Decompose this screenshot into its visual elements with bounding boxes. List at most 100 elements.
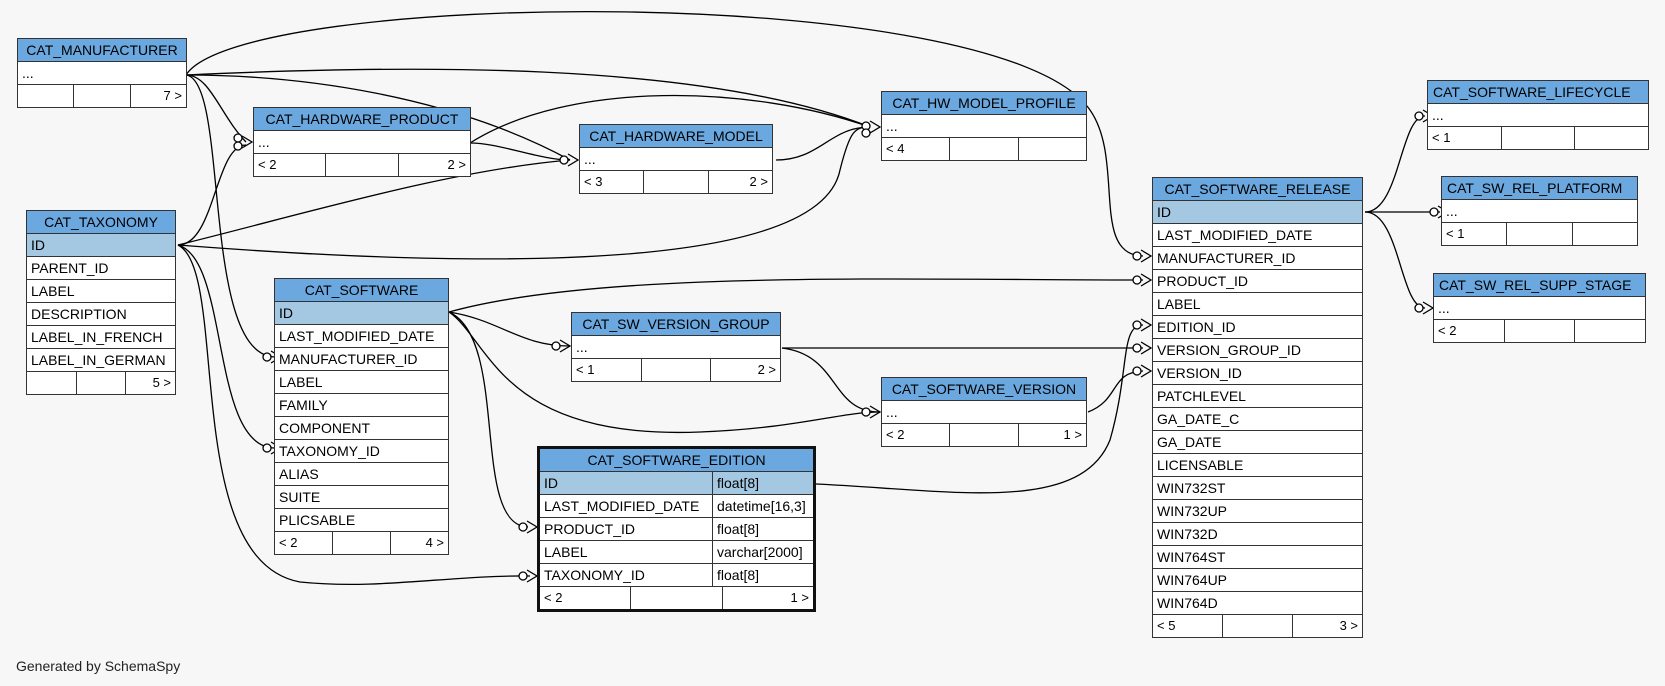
edge-software-release-product: [448, 278, 1144, 313]
edge-software-version: [448, 311, 881, 434]
table-row: ...: [254, 131, 470, 154]
edge-taxonomy-hardware-model: [177, 159, 571, 246]
generated-by-footer: Generated by SchemaSpy: [16, 658, 181, 674]
table-footer: < 2: [1434, 320, 1645, 342]
table-row: VERSION_GROUP_ID: [1153, 339, 1362, 362]
edge-edition-release: [815, 324, 1144, 494]
table-name: CAT_SOFTWARE_LIFECYCLE: [1428, 81, 1648, 104]
edge-manufacturer-release: [185, 10, 1144, 257]
table-name: CAT_MANUFACTURER: [18, 39, 186, 62]
table-row: LABEL_IN_GERMAN: [27, 349, 175, 372]
table-row: LAST_MODIFIED_DATE: [1153, 224, 1362, 247]
edge-hwproduct-hw-model-profile: [469, 94, 871, 144]
table-cat-software-lifecycle[interactable]: CAT_SOFTWARE_LIFECYCLE ... < 1: [1427, 80, 1649, 150]
table-cat-sw-rel-supp-stage[interactable]: CAT_SW_REL_SUPP_STAGE ... < 2: [1433, 273, 1646, 343]
table-row: WIN732D: [1153, 523, 1362, 546]
table-name: CAT_SOFTWARE_EDITION: [540, 449, 813, 472]
table-row: ...: [580, 148, 772, 171]
table-name: CAT_SOFTWARE_RELEASE: [1153, 178, 1362, 201]
table-row: ...: [572, 336, 780, 359]
table-name: CAT_HARDWARE_PRODUCT: [254, 108, 470, 131]
edge-manufacturer-software: [185, 74, 276, 358]
table-row: SUITE: [275, 486, 448, 509]
edge-taxonomy-edition: [177, 244, 531, 585]
edge-software-edition: [448, 311, 529, 528]
table-row: PARENT_ID: [27, 257, 175, 280]
table-name: CAT_SOFTWARE: [275, 279, 448, 302]
table-row: ID: [275, 302, 448, 325]
table-row: WIN764D: [1153, 592, 1362, 615]
table-row: PRODUCT_ID: [1153, 270, 1362, 293]
edge-taxonomy-software-tax: [177, 244, 276, 449]
table-row: WIN732UP: [1153, 500, 1362, 523]
edge-version-release: [1087, 370, 1144, 413]
table-footer: < 1: [1442, 223, 1637, 245]
table-row: GA_DATE_C: [1153, 408, 1362, 431]
table-cat-manufacturer[interactable]: CAT_MANUFACTURER ... 7 >: [17, 38, 187, 108]
table-name: CAT_TAXONOMY: [27, 211, 175, 234]
table-row: ID: [27, 234, 175, 257]
table-row: LABEL: [1153, 293, 1362, 316]
table-row: ...: [1442, 200, 1637, 223]
table-cat-software-release[interactable]: CAT_SOFTWARE_RELEASE ID LAST_MODIFIED_DA…: [1152, 177, 1363, 638]
table-cat-software[interactable]: CAT_SOFTWARE ID LAST_MODIFIED_DATE MANUF…: [274, 278, 449, 555]
table-cat-hw-model-profile[interactable]: CAT_HW_MODEL_PROFILE ... < 4: [881, 91, 1087, 161]
edge-taxonomy-hw-model-profile: [177, 126, 871, 260]
table-footer: 5 >: [27, 372, 175, 394]
table-row: VERSION_ID: [1153, 362, 1362, 385]
table-row: MANUFACTURER_ID: [1153, 247, 1362, 270]
edge-manufacturer-hw-model-profile: [185, 68, 871, 128]
table-footer: < 1: [1428, 127, 1648, 149]
table-row: ...: [882, 401, 1086, 424]
table-row: GA_DATE: [1153, 431, 1362, 454]
table-name: CAT_HARDWARE_MODEL: [580, 125, 772, 148]
table-row: LABEL: [275, 371, 448, 394]
table-row: MANUFACTURER_ID: [275, 348, 448, 371]
table-row: ID: [1153, 201, 1362, 224]
edge-manufacturer-hardware-product: [185, 74, 247, 143]
table-cat-taxonomy[interactable]: CAT_TAXONOMY ID PARENT_ID LABEL DESCRIPT…: [26, 210, 176, 395]
table-row: LABEL_IN_FRENCH: [27, 326, 175, 349]
table-row: WIN764UP: [1153, 569, 1362, 592]
crows-foot-markers: [233, 111, 1439, 581]
table-name: CAT_SOFTWARE_VERSION: [882, 378, 1086, 401]
table-row: DESCRIPTION: [27, 303, 175, 326]
edge-hwmodel-hw-model-profile: [775, 126, 871, 161]
table-row: ALIAS: [275, 463, 448, 486]
table-row: WIN732ST: [1153, 477, 1362, 500]
table-row: FAMILY: [275, 394, 448, 417]
table-row: ...: [882, 115, 1086, 138]
table-name: CAT_SW_REL_SUPP_STAGE: [1434, 274, 1645, 297]
edge-release-supp-stage: [1364, 211, 1426, 309]
edge-manufacturer-hardware-model: [185, 74, 571, 161]
table-row: ...: [1428, 104, 1648, 127]
table-row: TAXONOMY_ID: [275, 440, 448, 463]
table-row: LAST_MODIFIED_DATE: [275, 325, 448, 348]
table-footer: 7 >: [18, 85, 186, 107]
table-row: COMPONENT: [275, 417, 448, 440]
table-row: PLICSABLE: [275, 509, 448, 532]
table-cat-sw-rel-platform[interactable]: CAT_SW_REL_PLATFORM ... < 1: [1441, 176, 1638, 246]
table-row: LICENSABLE: [1153, 454, 1362, 477]
table-row: LABEL: [27, 280, 175, 303]
edge-versiongroup-version: [781, 347, 881, 413]
table-row: ...: [1434, 297, 1645, 320]
table-row: EDITION_ID: [1153, 316, 1362, 339]
